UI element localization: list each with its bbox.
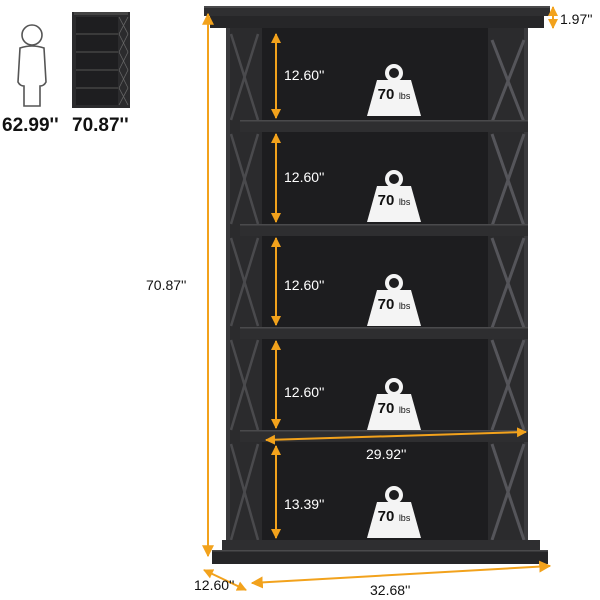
weight-capacity-badge: 70 lbs — [377, 508, 411, 525]
weight-capacity-badge: 70 lbs — [377, 86, 411, 103]
shelf-gap-label: 12.60'' — [284, 277, 325, 293]
dimension-arrows — [202, 5, 558, 591]
person-icon — [17, 24, 47, 107]
overall-height-label: 70.87'' — [146, 277, 187, 293]
outer-width-label: 32.68'' — [370, 582, 411, 598]
weight-icons — [367, 64, 421, 538]
person-height-label: 62.99'' — [2, 115, 59, 136]
shelf-gap-label: 12.60'' — [284, 67, 325, 83]
right-side-panel — [488, 28, 528, 548]
inner-width-label: 29.92'' — [366, 446, 407, 462]
crown-molding — [204, 6, 550, 28]
shelf-height-label: 70.87'' — [72, 115, 129, 136]
weight-capacity-badge: 70 lbs — [377, 296, 411, 313]
shelf-gap-label: 12.60'' — [284, 384, 325, 400]
shelf-gap-label: 13.39'' — [284, 496, 325, 512]
left-side-panel — [226, 28, 262, 548]
weight-capacity-badge: 70 lbs — [377, 400, 411, 417]
base-plinth — [212, 540, 548, 564]
depth-label: 12.60'' — [194, 577, 235, 593]
mini-bookshelf-icon — [72, 12, 130, 108]
weight-capacity-badge: 70 lbs — [377, 192, 411, 209]
crown-height-label: 1.97'' — [560, 11, 593, 27]
shelf-gap-label: 12.60'' — [284, 169, 325, 185]
